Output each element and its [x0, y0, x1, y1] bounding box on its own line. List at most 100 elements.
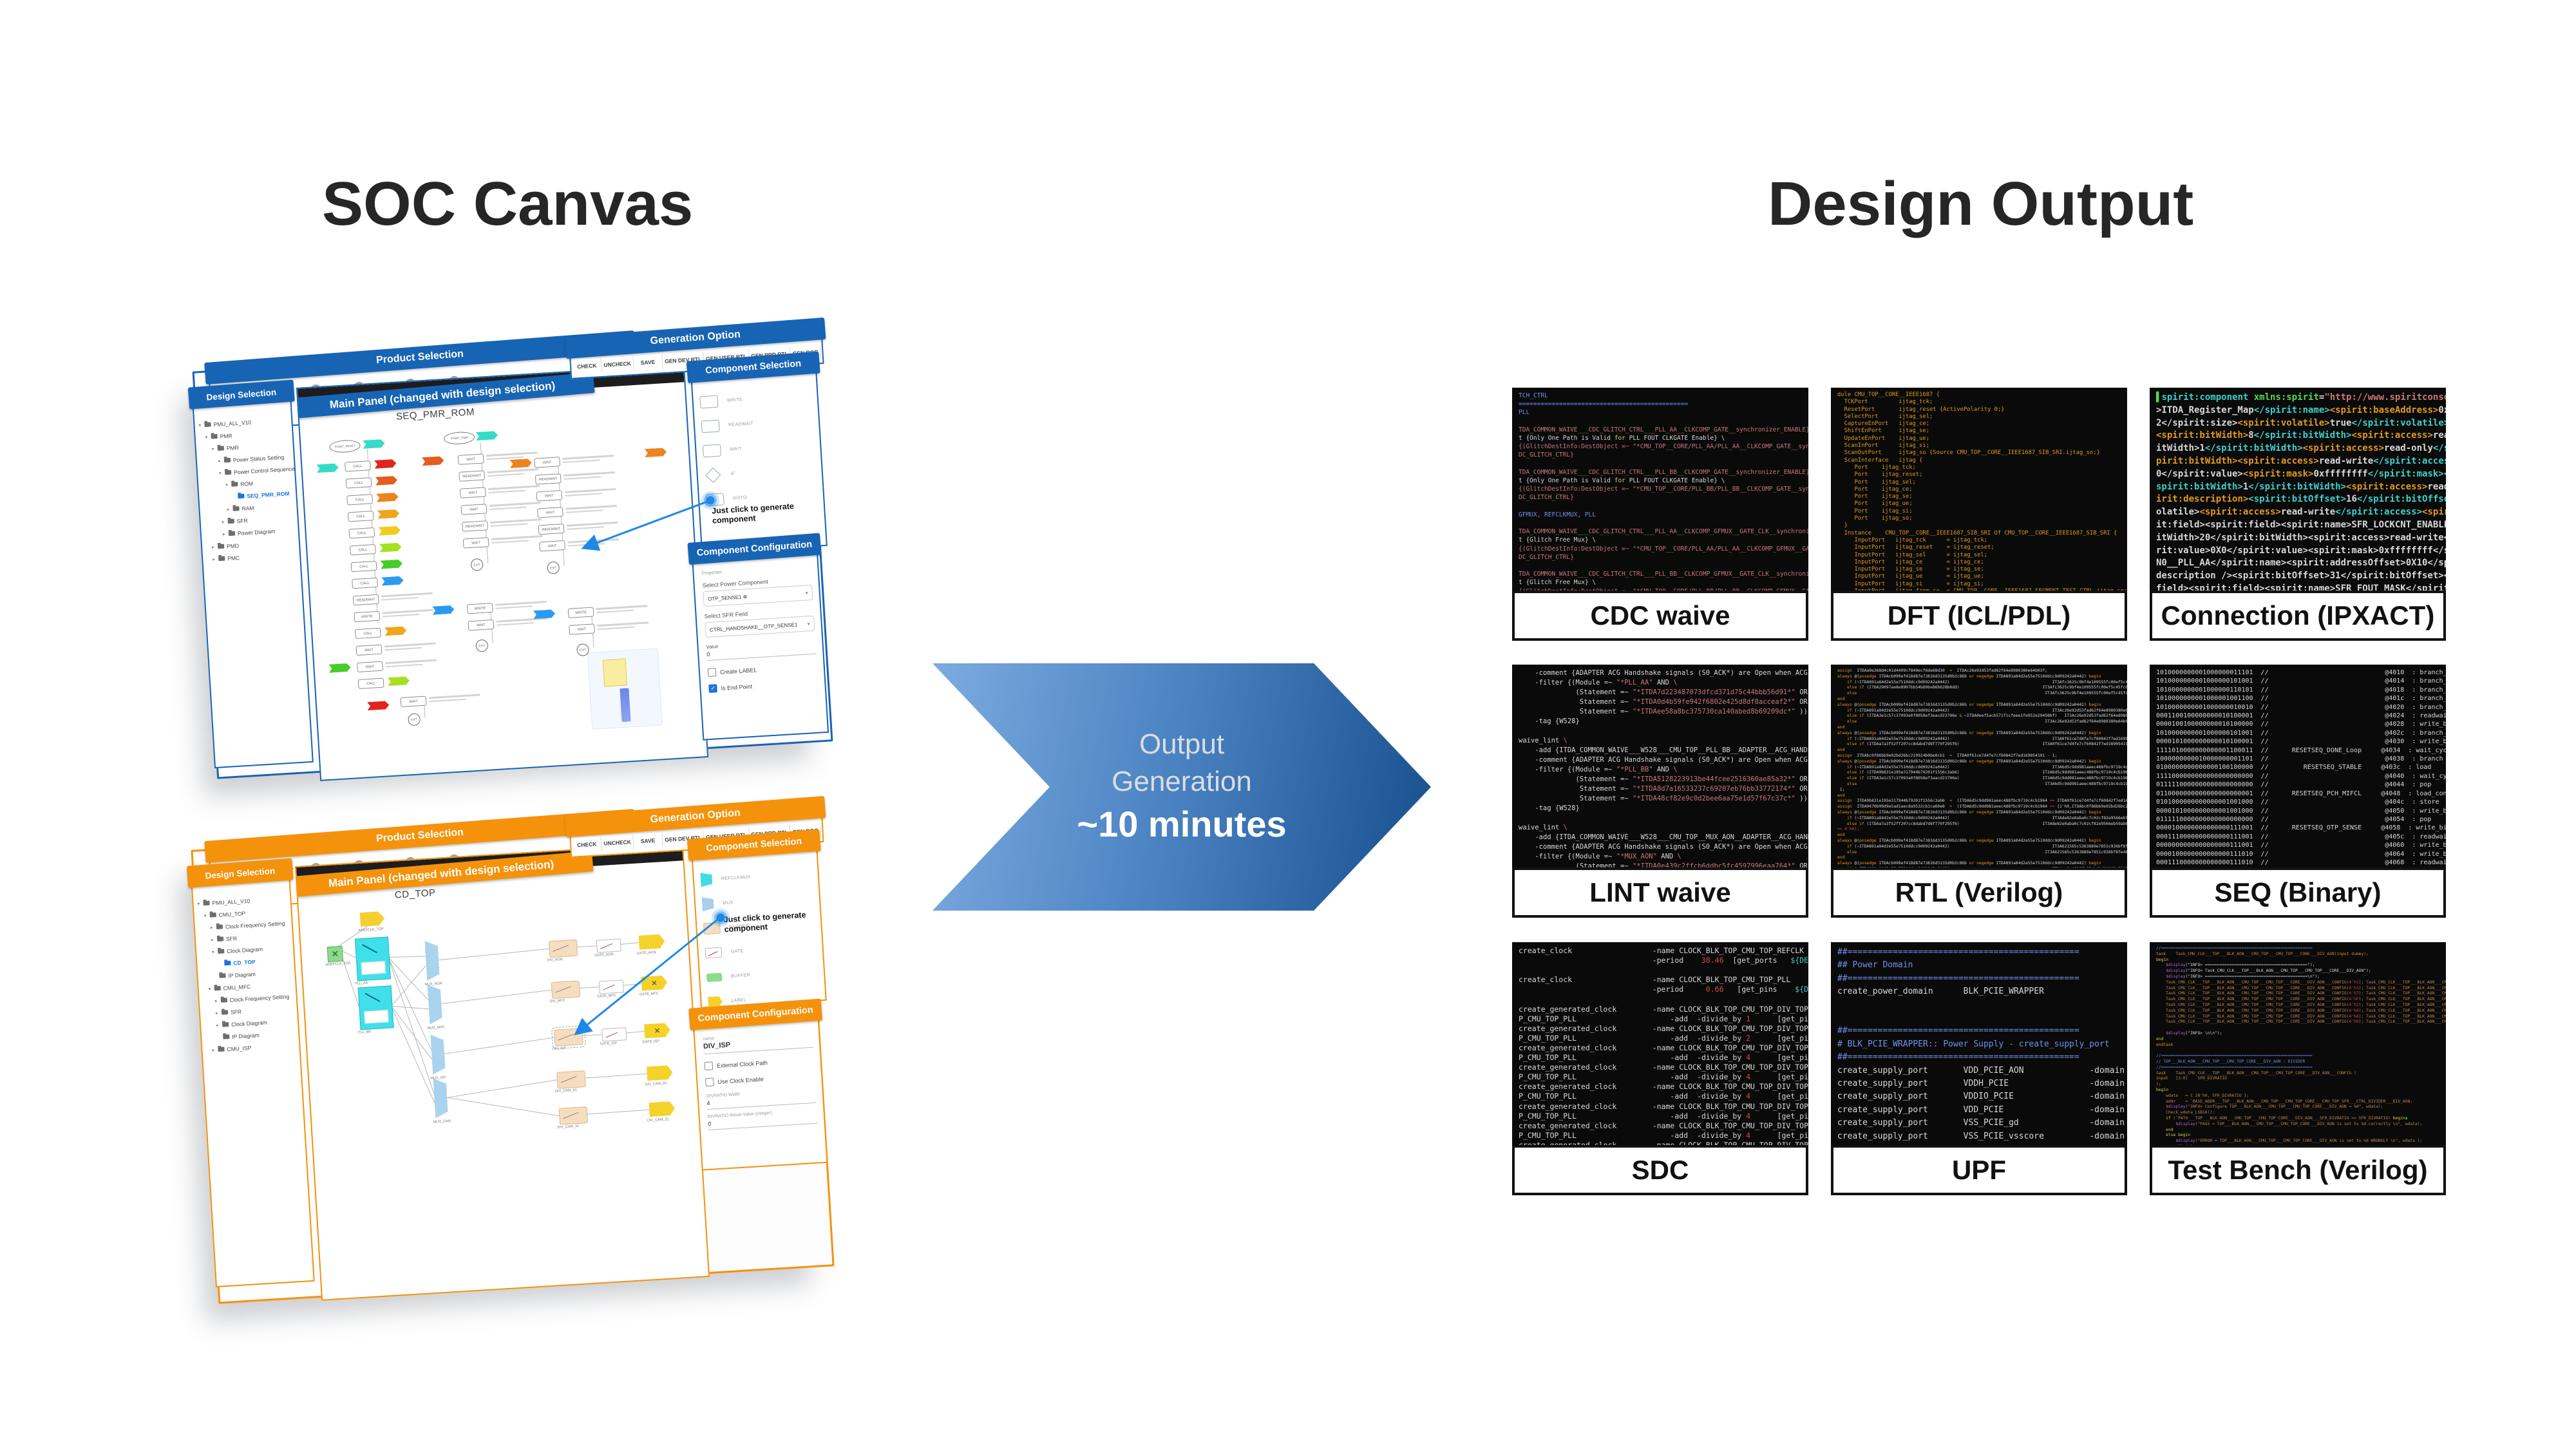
readwait-shape-icon — [701, 419, 720, 433]
flow-exit-node[interactable]: EXIT — [408, 713, 421, 726]
flow-node-wait[interactable]: WAIT — [400, 696, 427, 708]
flow-node-call[interactable]: CALL — [352, 577, 379, 589]
flow-flag-icon[interactable] — [388, 676, 410, 686]
clock-node-gate-mfc[interactable] — [598, 980, 624, 994]
button-uncheck[interactable]: UNCHECK — [601, 355, 634, 372]
flow-flag-icon[interactable] — [476, 431, 498, 440]
flow-node-wait[interactable]: WAIT — [468, 619, 495, 631]
clock-node-div-cam-31[interactable] — [558, 1106, 589, 1125]
sfr-field-select[interactable]: CTRL_HANDSHAKE__OTP_SENSE1▾ — [705, 615, 815, 638]
flow-node-wait[interactable]: WAIT — [357, 661, 383, 673]
output-code-sdc[interactable]: create_clock -name CLOCK_BLK_TOP_CMU_TOP… — [1512, 942, 1808, 1145]
flow-flag-icon[interactable] — [316, 463, 339, 473]
flow-node-call[interactable]: CALL — [348, 527, 375, 539]
flow-flag-icon[interactable] — [378, 526, 401, 536]
use-clock-enable-checkbox[interactable]: Use Clock Enable — [705, 1072, 815, 1087]
flow-node-readwait[interactable]: READWAIT — [462, 520, 488, 532]
flow-node-readwait[interactable]: READWAIT — [459, 470, 486, 482]
flow-node-wait[interactable]: WAIT — [459, 487, 486, 498]
clock-node-gate-isp[interactable] — [601, 1027, 627, 1042]
create-label-checkbox[interactable]: Create LABEL — [707, 662, 817, 677]
flow-start-start-pmr[interactable]: START_PMR — [443, 431, 475, 446]
flow-node-wait[interactable]: WAIT — [355, 644, 383, 656]
flow-node-call[interactable]: CALL — [357, 677, 384, 689]
flow-exit-node[interactable]: EXIT — [475, 639, 489, 652]
output-code-cdc-waive[interactable]: TCH_CTRL ===============================… — [1512, 388, 1808, 591]
clock-node-mux-aon[interactable] — [424, 940, 440, 981]
diagram-canvas[interactable]: START_RESET CALL CALL CALL CALL CALL CALL CALL C… — [298, 365, 707, 779]
flow-flag-icon[interactable] — [375, 476, 398, 486]
flow-node-write[interactable]: WRITE — [354, 611, 381, 623]
flow-flag-icon[interactable] — [374, 459, 397, 469]
output-code-dft-icl-pdl-[interactable]: dule CMU_TOP__CORE__IEEE1687 { TCKPort i… — [1831, 388, 2127, 591]
output-code-lint-waive[interactable]: -comment {ADAPTER ACG Handshake signals … — [1512, 665, 1808, 867]
flow-node-readwait[interactable]: READWAIT — [352, 594, 379, 606]
flow-node-call[interactable]: CALL — [350, 544, 376, 556]
clock-node-mux-cam[interactable] — [433, 1077, 448, 1118]
flow-node-wait[interactable]: WAIT — [537, 507, 564, 518]
flow-node-wait[interactable]: WAIT — [534, 457, 561, 468]
flow-node-wait[interactable]: WAIT — [460, 504, 488, 515]
clock-node-div-mfc[interactable] — [551, 980, 581, 999]
flow-flag-icon[interactable] — [381, 576, 404, 585]
flow-node-wait[interactable]: WAIT — [457, 453, 484, 465]
external-clock-path-checkbox[interactable]: External Clock Path — [704, 1056, 814, 1071]
flow-exit-node[interactable]: EXIT — [470, 558, 484, 571]
clock-node-pll-bb[interactable] — [357, 985, 394, 1030]
output-code-connection-ipxact-[interactable]: ▌spirit:component xmlns:spirit="http://w… — [2150, 388, 2446, 591]
flow-node-call[interactable]: CALL — [347, 511, 374, 522]
flow-node-write[interactable]: WRITE — [567, 607, 594, 618]
clock-node-pll-aa[interactable] — [354, 936, 391, 981]
flow-flag-icon[interactable] — [432, 605, 455, 615]
is-end-point-checkbox[interactable]: ✓Is End Point — [708, 678, 818, 693]
clock-node-div-isp[interactable] — [551, 1025, 586, 1050]
power-component-select[interactable]: OTP_SENSE1 ⊗▾ — [703, 584, 813, 607]
flow-flag-icon[interactable] — [422, 456, 444, 466]
output-code-rtl-verilog-[interactable]: assign ITDAa9e368d4c01d4409cf840ecf6de68… — [1831, 665, 2127, 867]
clock-node-div-aon[interactable] — [548, 939, 578, 958]
flow-node-call[interactable]: CALL — [350, 560, 377, 573]
tree-item-label: ROM — [240, 480, 254, 488]
checkbox-label: External Clock Path — [716, 1059, 768, 1069]
clock-node-mux-isp[interactable] — [430, 1034, 446, 1074]
flow-node-call[interactable]: CALL — [345, 460, 371, 472]
output-code-upf[interactable]: ##======================================… — [1831, 942, 2127, 1145]
flow-node-wait[interactable]: WAIT — [462, 537, 489, 549]
flow-flag-icon[interactable] — [376, 493, 399, 502]
flow-flag-icon[interactable] — [363, 439, 385, 449]
flow-node-call[interactable]: CALL — [354, 627, 381, 639]
flow-node-wait[interactable]: WAIT — [569, 623, 596, 635]
flow-node-wait[interactable]: WAIT — [536, 490, 563, 502]
flow-flag-icon[interactable] — [377, 509, 400, 519]
button-check[interactable]: CHECK — [572, 837, 603, 853]
flow-node-readwait[interactable]: READWAIT — [535, 473, 562, 485]
button-check[interactable]: CHECK — [572, 358, 603, 374]
flow-node-write[interactable]: WRITE — [466, 603, 493, 614]
flow-node-call[interactable]: CALL — [346, 494, 374, 506]
flow-flag-icon[interactable] — [509, 459, 532, 468]
flow-flag-icon[interactable] — [379, 543, 402, 553]
flow-flag-icon[interactable] — [381, 559, 403, 569]
button-save[interactable]: SAVE — [633, 354, 663, 370]
clock-node-div-cam-93[interactable] — [556, 1070, 586, 1089]
flow-flag-icon[interactable] — [533, 609, 556, 619]
flow-node-readwait[interactable]: READWAIT — [538, 524, 565, 535]
flow-node-wait[interactable]: WAIT — [539, 540, 566, 552]
flow-flag-icon[interactable] — [645, 448, 667, 457]
flow-flag-icon[interactable] — [328, 663, 351, 673]
tree-item-label: PMU_ALL_V10 — [213, 419, 252, 428]
clock-node-gate-aon[interactable] — [596, 938, 621, 953]
flow-flag-icon[interactable] — [384, 626, 407, 636]
flow-exit-node[interactable]: EXIT — [547, 561, 560, 574]
output-code-seq-binary-[interactable]: 1010000000001000000011101 // @4010 : bra… — [2150, 665, 2446, 867]
button-uncheck[interactable]: UNCHECK — [601, 834, 634, 851]
code-text: ##======================================… — [1837, 947, 2125, 1145]
clock-node-arefclk-top[interactable]: ✕ — [327, 945, 344, 963]
flow-flag-icon[interactable] — [367, 701, 390, 710]
button-save[interactable]: SAVE — [633, 833, 663, 849]
flow-start-start-reset[interactable]: START_RESET — [329, 439, 361, 454]
flow-node-call[interactable]: CALL — [345, 477, 372, 489]
clock-node-mux-mfc[interactable] — [428, 984, 443, 1025]
output-code-test-bench-verilog-[interactable]: //======================================… — [2150, 942, 2446, 1145]
